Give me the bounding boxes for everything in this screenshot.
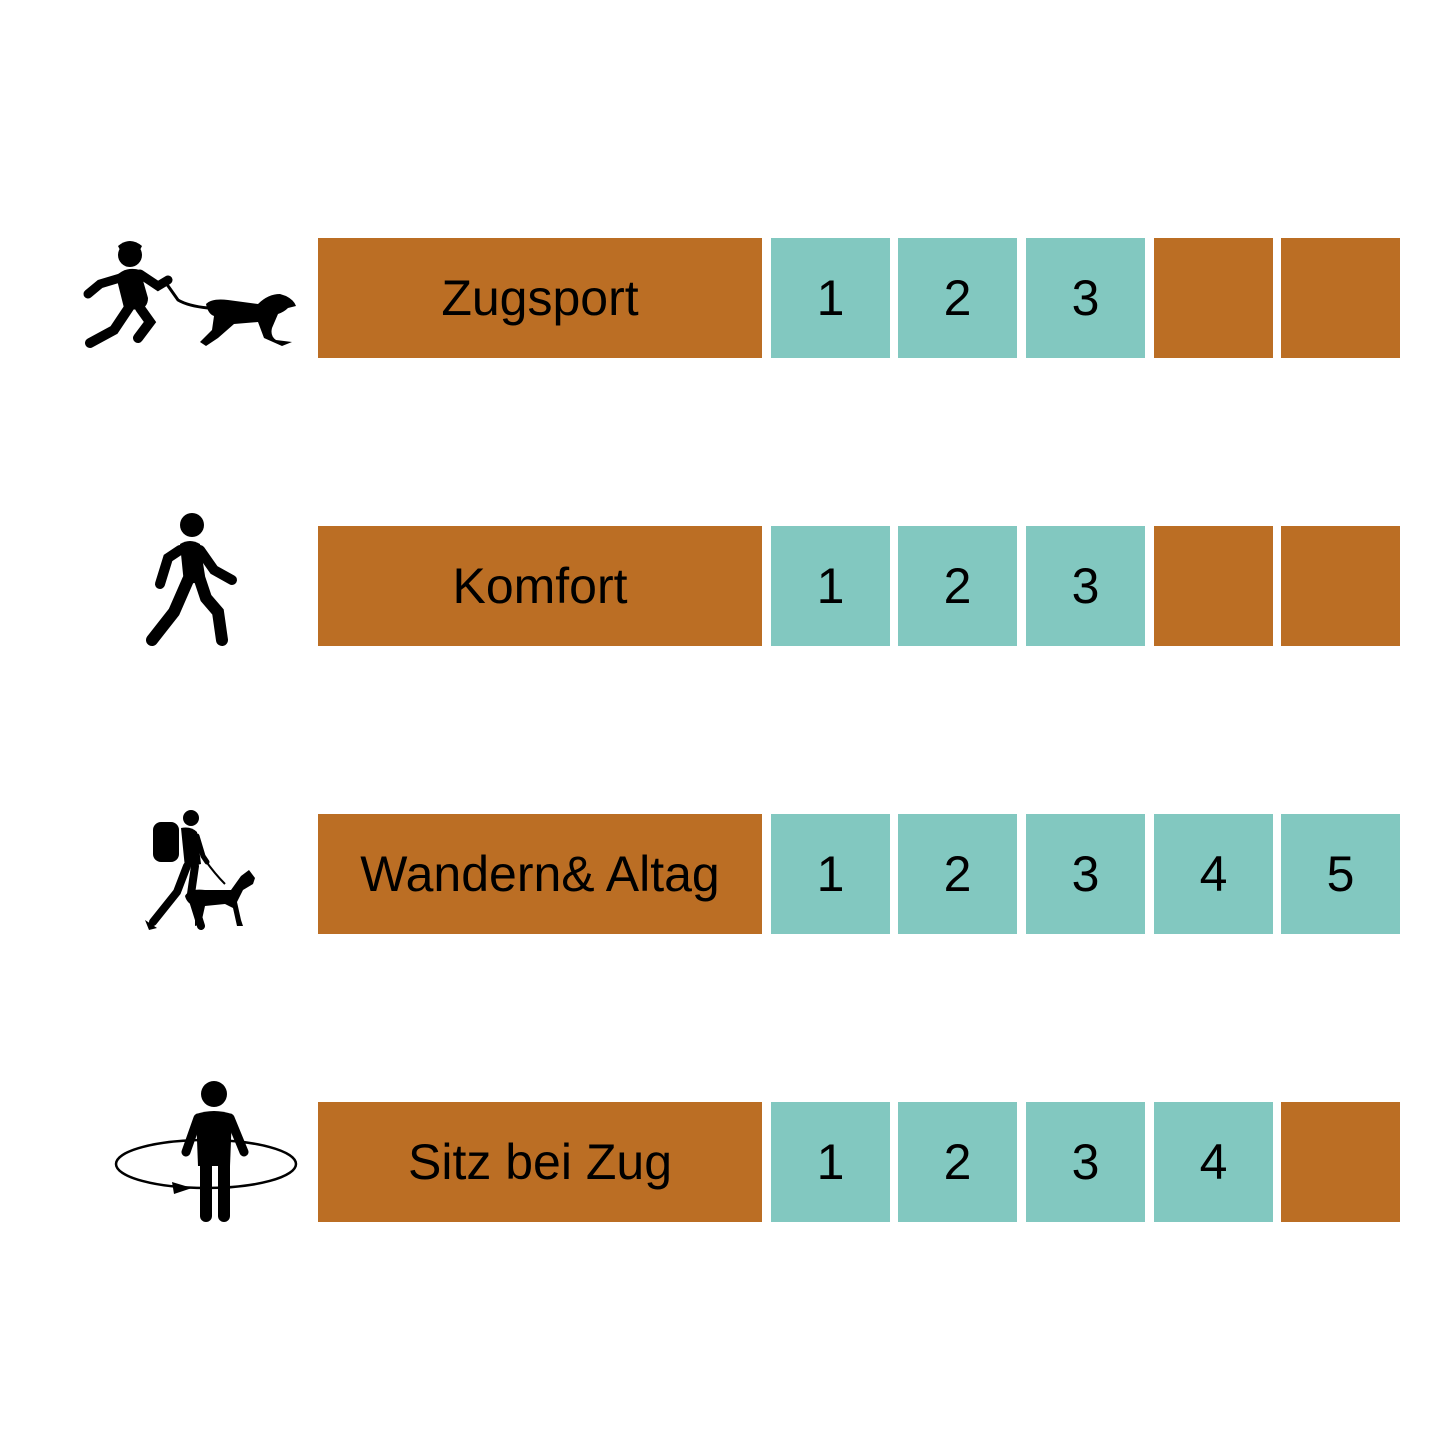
rating-cell-empty <box>1281 238 1400 358</box>
rating-cell: 1 <box>771 814 890 934</box>
rating-cell: 3 <box>1026 238 1145 358</box>
rating-cell: 3 <box>1026 526 1145 646</box>
category-label: Sitz bei Zug <box>318 1102 762 1222</box>
runner-with-dog-icon <box>78 238 300 353</box>
category-label: Zugsport <box>318 238 762 358</box>
rating-row-zugsport: Zugsport 1 2 3 <box>0 238 1445 358</box>
category-label: Wandern& Altag <box>318 814 762 934</box>
rating-cell: 3 <box>1026 814 1145 934</box>
rating-cell: 2 <box>898 526 1017 646</box>
rating-cell: 4 <box>1154 814 1273 934</box>
rating-cell-empty <box>1154 526 1273 646</box>
rating-cell: 4 <box>1154 1102 1273 1222</box>
category-label: Komfort <box>318 526 762 646</box>
hiker-with-dog-icon <box>145 808 260 938</box>
rating-cell: 1 <box>771 238 890 358</box>
rating-cell-empty <box>1281 1102 1400 1222</box>
person-rotation-icon <box>112 1080 302 1225</box>
rating-cell: 2 <box>898 1102 1017 1222</box>
rating-cell: 1 <box>771 1102 890 1222</box>
rating-row-sitz: Sitz bei Zug 1 2 3 4 <box>0 1081 1445 1222</box>
rating-row-komfort: Komfort 1 2 3 <box>0 513 1445 646</box>
rating-cell: 2 <box>898 238 1017 358</box>
rating-cell: 1 <box>771 526 890 646</box>
rating-row-wandern: Wandern& Altag 1 2 3 4 5 <box>0 810 1445 934</box>
rating-cell-empty <box>1281 526 1400 646</box>
rating-cell: 2 <box>898 814 1017 934</box>
rating-cell-empty <box>1154 238 1273 358</box>
rating-cell: 3 <box>1026 1102 1145 1222</box>
rating-cell: 5 <box>1281 814 1400 934</box>
walking-person-icon <box>140 512 240 647</box>
